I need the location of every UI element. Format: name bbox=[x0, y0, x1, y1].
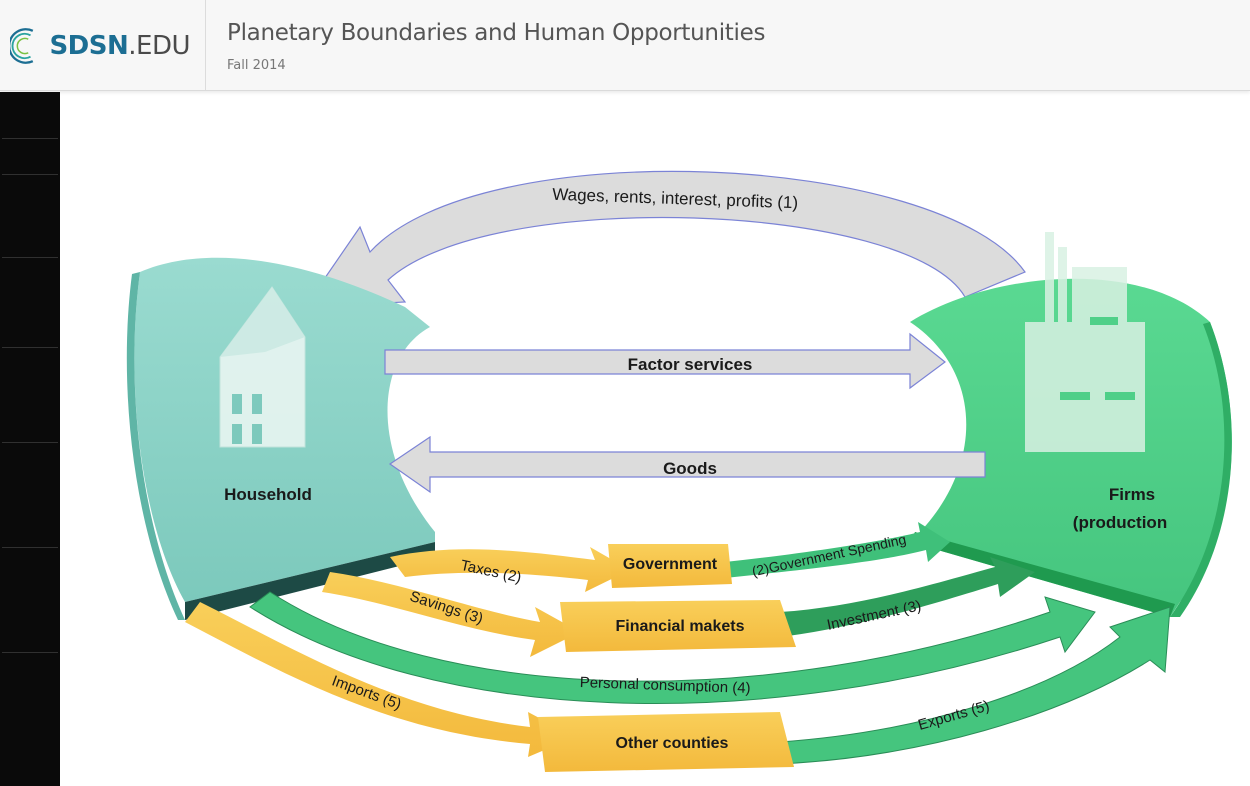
financial-markets-label: Financial makets bbox=[616, 618, 745, 635]
sidebar-divider bbox=[2, 257, 58, 258]
personal-consumption-arrow bbox=[249, 591, 1096, 704]
circular-flow-diagram: Wages, rents, interest, profits (1) Hous… bbox=[126, 170, 1232, 772]
sidebar-divider bbox=[2, 652, 58, 653]
investment-arrow bbox=[780, 557, 1035, 637]
firms-label-line1: Firms bbox=[1109, 485, 1155, 504]
header-divider bbox=[205, 0, 206, 90]
logo-main: SDSN bbox=[49, 31, 129, 61]
government-box bbox=[608, 544, 732, 588]
sdsn-logo[interactable]: SDSN.EDU bbox=[10, 10, 190, 82]
factor-services-label: Factor services bbox=[628, 355, 753, 374]
house-icon bbox=[219, 286, 306, 448]
sidebar-divider bbox=[2, 547, 58, 548]
taxes-arrow bbox=[390, 547, 630, 592]
savings-label: Savings (3) bbox=[408, 588, 485, 628]
goods-arrow bbox=[388, 435, 986, 494]
sidebar-overlay bbox=[0, 92, 60, 786]
logo-globe-icon bbox=[10, 28, 34, 64]
goods-label: Goods bbox=[663, 459, 717, 478]
household-label: Household bbox=[224, 485, 312, 504]
logo-suffix: .EDU bbox=[128, 31, 190, 61]
sidebar-divider bbox=[2, 174, 58, 175]
logo-text: SDSN.EDU bbox=[49, 31, 190, 61]
financial-markets-box bbox=[560, 600, 796, 652]
government-label: Government bbox=[623, 556, 718, 573]
personal-consumption-label: Personal consumption (4) bbox=[579, 674, 750, 697]
course-title: Planetary Boundaries and Human Opportuni… bbox=[227, 20, 766, 46]
sidebar-divider bbox=[2, 442, 58, 443]
factor-services-arrow bbox=[384, 332, 946, 390]
factory-icon bbox=[1025, 232, 1145, 452]
wages-arrow bbox=[303, 170, 1026, 308]
sidebar-divider bbox=[2, 347, 58, 348]
course-term: Fall 2014 bbox=[227, 58, 286, 73]
gov-spending-arrow bbox=[725, 522, 950, 578]
firms-label-line2: (production bbox=[1073, 513, 1167, 532]
sidebar-divider bbox=[2, 138, 58, 139]
top-header: SDSN.EDU Planetary Boundaries and Human … bbox=[0, 0, 1250, 91]
other-countries-label: Other counties bbox=[616, 735, 729, 752]
other-countries-box bbox=[538, 712, 794, 772]
imports-arrow bbox=[185, 602, 575, 757]
savings-arrow bbox=[322, 572, 580, 657]
exports-arrow bbox=[779, 606, 1171, 765]
